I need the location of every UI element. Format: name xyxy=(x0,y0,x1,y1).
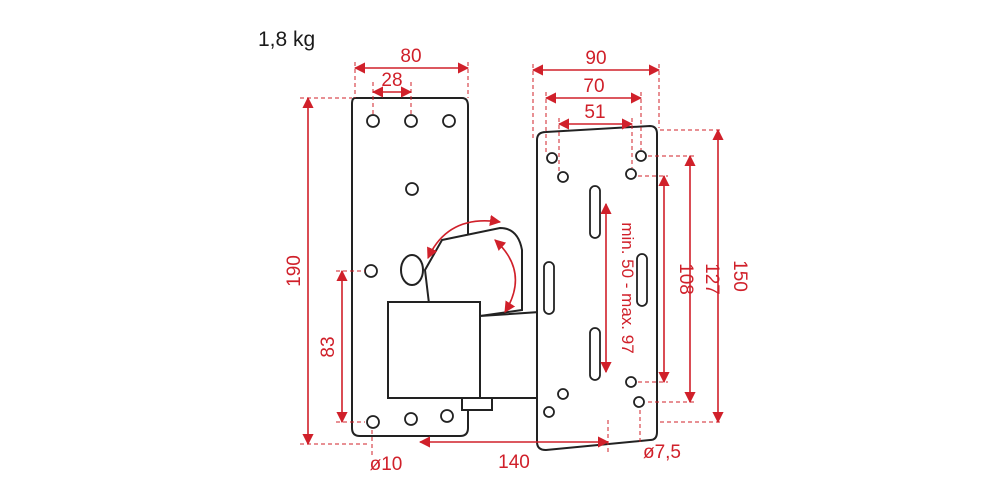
speaker-slot xyxy=(543,261,555,315)
dim-wall-hole-vertical: 83 xyxy=(318,336,339,357)
wall-hole xyxy=(440,409,454,423)
dim-slot-range: min. 50 - max. 97 xyxy=(618,222,637,353)
dim-speaker-hole-inner: 51 xyxy=(584,102,605,123)
wall-hole xyxy=(404,412,418,426)
dim-speaker-hole-outer: 70 xyxy=(583,76,604,97)
speaker-hole xyxy=(557,171,569,183)
speaker-hole xyxy=(635,150,647,162)
speaker-slot xyxy=(589,185,601,239)
dimension-lines xyxy=(302,62,724,448)
dim-speaker-hole-diameter: ø7,5 xyxy=(643,442,681,463)
speaker-slot xyxy=(589,327,601,381)
dim-wall-plate-width: 80 xyxy=(400,46,421,67)
speaker-hole xyxy=(546,152,558,164)
wall-hole xyxy=(364,264,378,278)
rotation-arrow-vertical xyxy=(494,239,517,313)
speaker-hole xyxy=(557,388,569,400)
speaker-hole xyxy=(543,406,555,418)
weight-label: 1,8 kg xyxy=(258,28,316,51)
dim-depth: 140 xyxy=(498,452,530,473)
wall-hole xyxy=(405,182,419,196)
speaker-hole xyxy=(625,376,637,388)
wall-hole xyxy=(366,114,380,128)
speaker-hole xyxy=(625,168,637,180)
wall-hole xyxy=(404,114,418,128)
wall-hole xyxy=(442,114,456,128)
dim-speaker-vertical-inner: 108 xyxy=(675,263,696,295)
wall-hole xyxy=(366,415,380,429)
dim-wall-hole-spacing: 28 xyxy=(381,70,402,91)
dim-speaker-plate-height: 150 xyxy=(729,260,750,292)
rotation-arrow-horizontal xyxy=(427,214,502,260)
dim-wall-plate-height: 190 xyxy=(284,255,305,287)
dim-wall-hole-diameter: ø10 xyxy=(370,454,403,475)
dim-speaker-plate-width: 90 xyxy=(585,48,606,69)
speaker-slot xyxy=(636,253,648,307)
speaker-plate xyxy=(536,124,658,452)
bracket-arm xyxy=(387,226,541,411)
speaker-hole xyxy=(633,396,645,408)
dim-speaker-vertical-mid: 127 xyxy=(701,263,722,295)
